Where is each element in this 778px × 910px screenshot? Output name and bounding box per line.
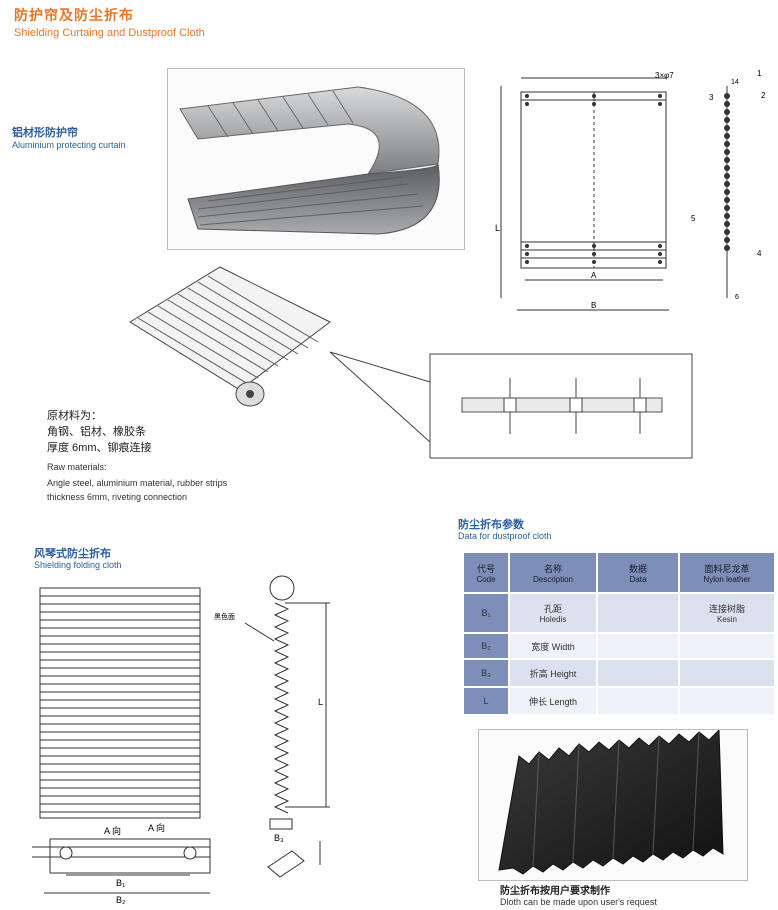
dim-A-top: A — [591, 271, 597, 280]
dim-B1: B₁ — [116, 878, 125, 888]
folding-title-en: Shielding folding cloth — [34, 560, 122, 570]
row-data — [596, 632, 680, 660]
row-code: B₃ — [462, 658, 510, 688]
dim-L-folding: L — [318, 697, 323, 707]
dim-holes: 3×φ7 — [655, 71, 674, 80]
dustproof-cloth-image — [498, 728, 724, 875]
row-data — [596, 592, 680, 634]
dim-L-top: L — [495, 223, 500, 233]
page-title-en: Shielding Curtaing and Dustproof Cloth — [14, 27, 205, 39]
dim-14: 14 — [731, 79, 739, 86]
callout-1: 1 — [757, 69, 762, 78]
folding-title-cn: 风琴式防尘折布 — [34, 548, 111, 560]
table-row: B₃ 折高 Height — [462, 658, 776, 688]
dim-B3: B₃ — [274, 833, 284, 843]
label-a-direction-2: A 向 — [148, 822, 165, 833]
row-code: B₁ — [462, 592, 510, 634]
row-material — [678, 658, 776, 688]
dustproof-caption-cn: 防尘折布按用户要求制作 — [500, 886, 610, 897]
row-code: L — [462, 686, 510, 716]
table-row: B₂ 宽度 Width — [462, 632, 776, 660]
aluminium-curtain-photo — [167, 68, 465, 250]
dim-B2: B₂ — [116, 895, 126, 905]
label-black-side: 黑色面 — [214, 612, 235, 621]
folding-cloth-drawing: A 向 A 向 B₁ B₂ L 黑色面 B₃ — [30, 575, 350, 905]
raw-materials-cn-2: 角钢、铝材、橡胶条 — [47, 426, 146, 438]
roller-curtain-figure — [100, 262, 700, 462]
row-data — [596, 658, 680, 688]
callout-3: 3 — [709, 93, 714, 102]
raw-materials-en-1: Raw materials: — [47, 462, 107, 472]
dustproof-cloth-photo — [478, 728, 748, 881]
raw-materials-en-3: thickness 6mm, riveting connection — [47, 492, 188, 502]
row-description: 伸长 Length — [508, 686, 598, 716]
curtain-drawing-svg: 3×φ7 L A B 1 2 3 4 5 14 6 — [495, 69, 766, 311]
row-material — [678, 632, 776, 660]
folding-cloth-svg: A 向 A 向 B₁ B₂ L 黑色面 B₃ — [32, 575, 330, 905]
raw-materials-en-2: Angle steel, aluminium material, rubber … — [47, 478, 228, 488]
raw-materials-cn-1: 原材料为： — [47, 410, 102, 422]
table-row: L 伸长 Length — [462, 686, 776, 716]
raw-materials-cn-3: 厚度 6mm、铆痕连接 — [47, 442, 152, 454]
aluminium-label-cn: 铝材形防护帘 — [12, 127, 78, 139]
row-description: 折高 Height — [508, 658, 598, 688]
callout-5: 5 — [691, 214, 696, 223]
dustproof-title-cn: 防尘折布参数 — [458, 519, 524, 531]
page-title-cn: 防护帘及防尘折布 — [14, 7, 134, 23]
row-data — [596, 686, 680, 716]
label-a-direction-1: A 向 — [104, 825, 121, 836]
row-description: 宽度 Width — [508, 632, 598, 660]
aluminium-label-en: Aluminium protecting curtain — [12, 140, 126, 150]
row-code: B₂ — [462, 632, 510, 660]
callout-4: 4 — [757, 249, 762, 258]
aluminium-curtain-image — [179, 86, 440, 235]
dustproof-title-en: Data for dustproof cloth — [458, 531, 552, 541]
curtain-technical-drawing: 3×φ7 L A B 1 2 3 4 5 14 6 — [495, 66, 775, 316]
dustproof-caption-en: Dloth can be made upon user's request — [500, 897, 657, 907]
row-material — [678, 686, 776, 716]
dim-6: 6 — [735, 294, 739, 301]
dim-B-top: B — [591, 301, 596, 310]
callout-2: 2 — [761, 91, 766, 100]
roller-curtain-svg — [129, 266, 693, 459]
